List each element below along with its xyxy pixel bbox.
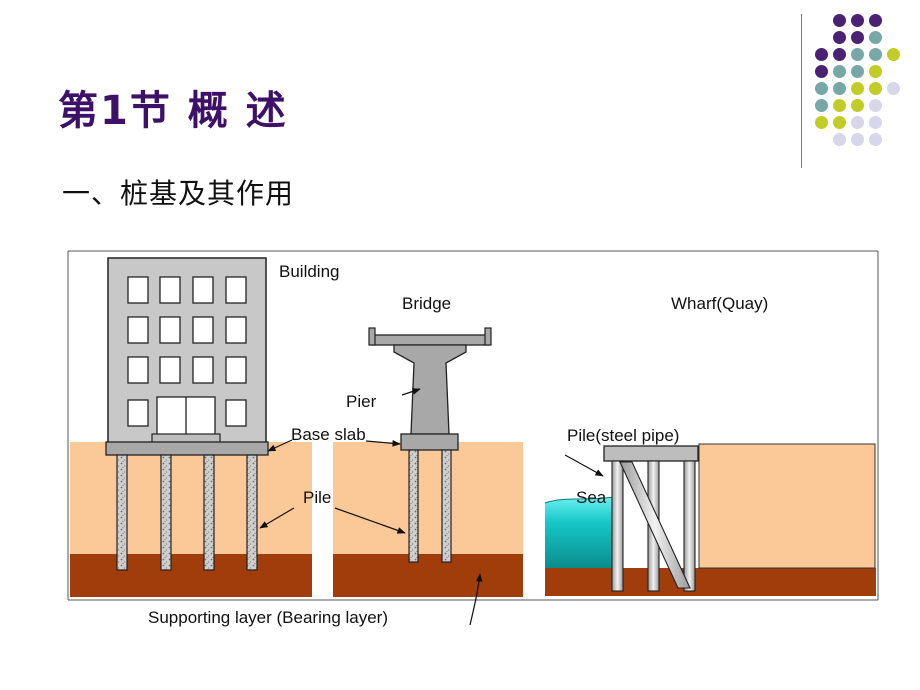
decorative-dot (887, 48, 900, 61)
decorative-dot (815, 65, 828, 78)
label-pile-steel-pipe: Pile(steel pipe) (567, 426, 679, 445)
building-base-slab (105, 441, 269, 456)
decorative-dot (833, 82, 846, 95)
decorative-dot (833, 31, 846, 44)
building-window (127, 316, 149, 344)
building-window (159, 316, 181, 344)
building-window (192, 316, 214, 344)
label-wharf: Wharf(Quay) (671, 294, 768, 313)
wharf-steel-pile (683, 460, 696, 592)
wharf-deck (603, 445, 699, 462)
building-window (127, 276, 149, 304)
decorative-dot (815, 116, 828, 129)
decorative-dot (869, 99, 882, 112)
decorative-dot (887, 82, 900, 95)
soil-layer-wharf (698, 443, 876, 569)
building-piles (116, 454, 258, 571)
building-window (225, 399, 247, 427)
decorative-dot (833, 48, 846, 61)
decorative-dot (851, 133, 864, 146)
building-window (159, 276, 181, 304)
decorative-dot (869, 48, 882, 61)
slide-subtitle: 一、桩基及其作用 (62, 177, 295, 210)
wharf-batter-pile (619, 461, 691, 589)
bearing-layer-wharf (545, 568, 876, 596)
decorative-dot (851, 82, 864, 95)
bearing-layer-building (70, 554, 312, 597)
decorative-dot (851, 31, 864, 44)
decorative-dot (869, 31, 882, 44)
label-bridge: Bridge (402, 294, 451, 313)
annotation-arrows (259, 388, 604, 626)
sea-water (545, 497, 616, 568)
building-window (127, 356, 149, 384)
building-window (192, 276, 214, 304)
decorative-dot (851, 65, 864, 78)
label-building: Building (279, 262, 340, 281)
label-supporting-layer: Supporting layer (Bearing layer) (148, 608, 388, 627)
decorative-dot (833, 14, 846, 27)
decorative-dot (833, 116, 846, 129)
decorative-dot (815, 99, 828, 112)
bridge (368, 327, 492, 563)
decorative-dot (815, 48, 828, 61)
decorative-dot (851, 14, 864, 27)
label-pier: Pier (346, 392, 377, 411)
bearing-layer-bridge (333, 554, 523, 597)
building-window (127, 399, 149, 427)
building-window (225, 316, 247, 344)
soil-layer-bridge (333, 442, 523, 554)
building-window (159, 356, 181, 384)
wharf-steel-pile (611, 460, 624, 592)
decorative-dot (833, 65, 846, 78)
label-base-slab: Base slab (291, 425, 366, 444)
soil-layer-building (70, 442, 312, 554)
bridge-pier (393, 344, 467, 435)
decorative-dot (815, 82, 828, 95)
bridge-pile (441, 449, 452, 563)
building (105, 257, 269, 456)
decorative-dot (833, 133, 846, 146)
slide-title: 第1节 概 述 (58, 88, 288, 134)
wharf (544, 443, 876, 596)
diagram-frame (67, 250, 879, 601)
decorative-dot (869, 82, 882, 95)
decorative-dot (869, 65, 882, 78)
decorative-dot (869, 116, 882, 129)
bridge-base-slab (400, 433, 459, 451)
building-window (225, 276, 247, 304)
bridge-deck (370, 334, 490, 346)
decorative-dot (869, 14, 882, 27)
header-divider (801, 14, 802, 168)
decorative-dot (851, 99, 864, 112)
decorative-dot (851, 48, 864, 61)
decorative-dot (869, 133, 882, 146)
decorative-dot (851, 116, 864, 129)
label-pile: Pile (303, 488, 331, 507)
label-sea: Sea (576, 488, 607, 507)
building-window (192, 356, 214, 384)
building-window (225, 356, 247, 384)
decorative-dot (833, 99, 846, 112)
bridge-pile (408, 449, 419, 563)
